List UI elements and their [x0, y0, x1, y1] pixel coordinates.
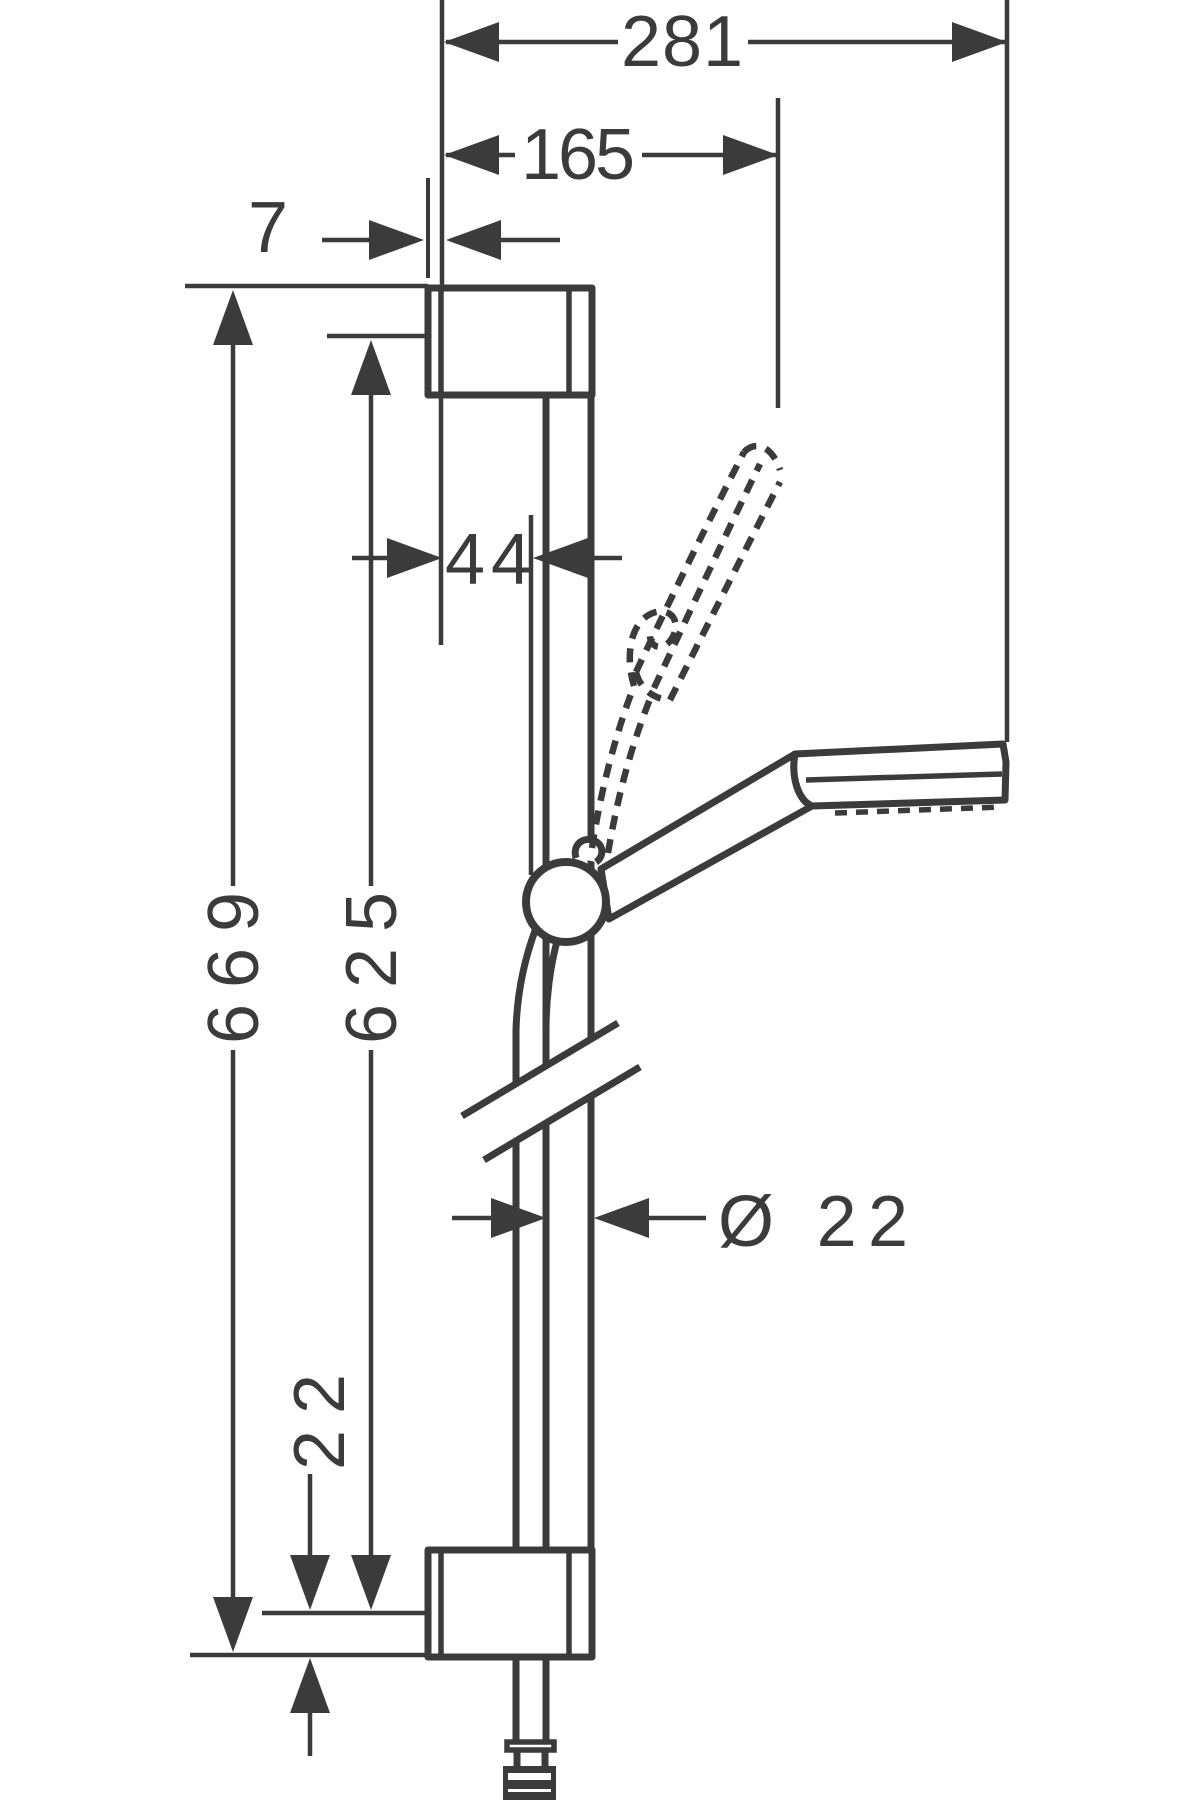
- hose-connector: [503, 1739, 557, 1800]
- break-line: [460, 1019, 620, 1120]
- dimension-label: Ø 22: [718, 1182, 908, 1262]
- hand-shower-handle: [597, 750, 816, 923]
- rail-slider: [522, 836, 610, 946]
- break-line: [482, 1063, 642, 1164]
- ghost-head-cap: [741, 442, 784, 472]
- arrowhead: [444, 22, 499, 62]
- ghost-head-edge: [667, 480, 783, 702]
- connector-groove: [508, 1773, 551, 1780]
- dimension-669: 669: [194, 290, 274, 1652]
- dimension-281: 281: [444, 2, 1007, 82]
- hand-shower-raised-ghost: [588, 442, 784, 854]
- ghost-head-cap: [632, 671, 669, 704]
- arrowhead: [723, 135, 778, 175]
- dimension-label: 669: [194, 892, 274, 1044]
- dimension-165: 165: [444, 115, 778, 195]
- dimension-label: 281: [621, 2, 743, 82]
- dimension-dia-22: Ø 22: [452, 1182, 908, 1262]
- bracket-body: [424, 284, 596, 399]
- dimension-22: 22: [280, 1374, 360, 1756]
- dimension-44: 44: [352, 520, 622, 600]
- ghost-head-edge: [633, 450, 747, 674]
- ghost-hose-outlet-curl: [626, 608, 679, 687]
- dimension-label: 7: [248, 188, 288, 268]
- arrowhead: [387, 538, 442, 578]
- arrowhead: [369, 220, 424, 260]
- hand-shower: [597, 740, 1010, 923]
- arrowhead: [290, 1658, 330, 1713]
- spray-face-nozzles: [834, 804, 1003, 816]
- wall-bracket-bottom: [424, 1546, 596, 1661]
- rail-break-symbol: [460, 1019, 642, 1164]
- arrowhead: [491, 1198, 546, 1238]
- wall-bracket-top: [424, 284, 596, 399]
- arrowhead: [594, 1198, 649, 1238]
- ghost-handle-edge: [588, 684, 638, 849]
- arrowhead: [952, 22, 1007, 62]
- ghost-head-edge: [651, 462, 763, 690]
- arrowhead: [213, 1597, 253, 1652]
- ghost-handle-edge: [604, 692, 656, 854]
- hose-left-edge: [512, 926, 540, 1083]
- connector-groove: [508, 1789, 551, 1792]
- extension-lines: [185, 0, 1010, 1658]
- arrowhead: [446, 220, 501, 260]
- slider-pivot: [522, 858, 610, 946]
- dimension-label: 44: [445, 520, 531, 600]
- connector-nut: [504, 1739, 557, 1753]
- arrowhead: [533, 538, 588, 578]
- dimension-label: 625: [332, 892, 412, 1044]
- head-contour-line: [805, 771, 1003, 783]
- hose-right-edge: [542, 937, 562, 1031]
- dimension-625: 625: [332, 340, 412, 1610]
- dimension-label: 22: [280, 1374, 360, 1470]
- arrowhead: [351, 340, 391, 395]
- arrowhead: [213, 290, 253, 345]
- connector-block: [503, 1766, 556, 1800]
- dimension-7: 7: [248, 188, 560, 268]
- slider-lock-lever: [571, 836, 606, 865]
- bracket-body: [424, 1546, 596, 1661]
- dimension-label: 165: [521, 115, 635, 195]
- arrowhead: [351, 1555, 391, 1610]
- arrowhead: [290, 1555, 330, 1610]
- arrowhead: [444, 135, 499, 175]
